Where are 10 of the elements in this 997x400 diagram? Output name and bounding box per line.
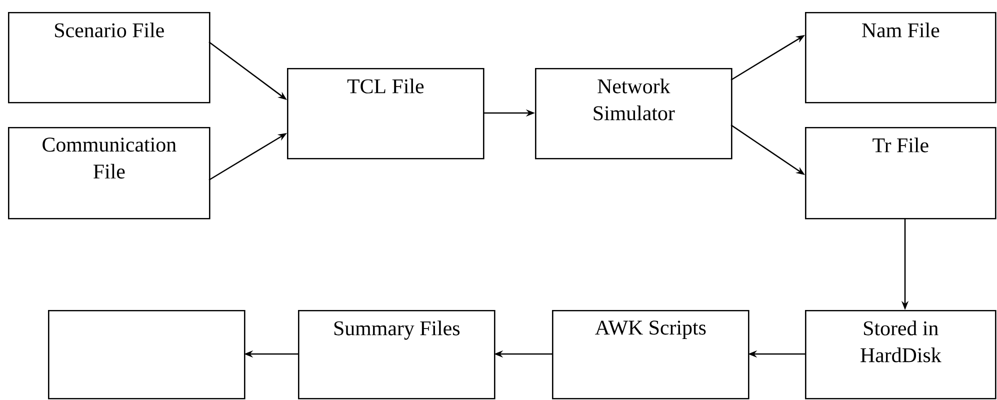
process-box: AWK Scripts bbox=[552, 310, 750, 400]
process-box: Summary Files bbox=[298, 310, 496, 400]
process-box: TCL File bbox=[287, 68, 484, 160]
process-box: Communication File bbox=[8, 127, 210, 220]
process-box: Stored in HardDisk bbox=[805, 310, 996, 400]
process-box: Network Simulator bbox=[535, 68, 732, 160]
empty-box bbox=[48, 310, 246, 400]
process-box: Tr File bbox=[805, 127, 996, 220]
process-box: Scenario File bbox=[8, 12, 210, 104]
process-box: Nam File bbox=[805, 12, 996, 104]
